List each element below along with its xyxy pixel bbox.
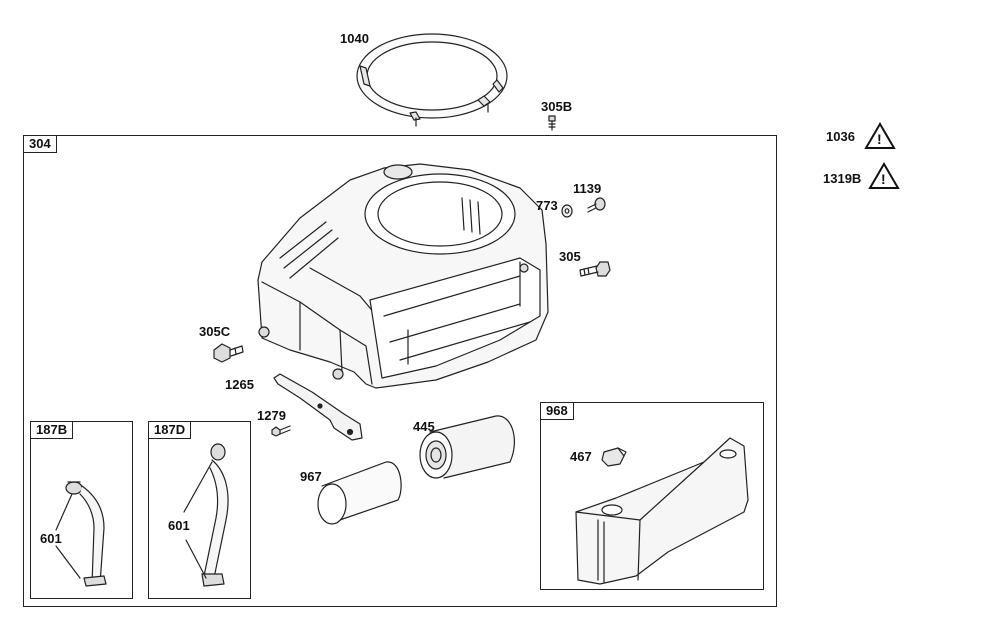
group-tag-187d: 187D bbox=[148, 421, 192, 439]
label-305b: 305B bbox=[541, 99, 573, 114]
part-1279-screw bbox=[271, 425, 291, 437]
warning-icon-1319b bbox=[868, 162, 900, 189]
part-blower-housing bbox=[257, 163, 549, 389]
group-tag-187b: 187B bbox=[30, 421, 74, 439]
part-187d-tube bbox=[183, 443, 229, 587]
label-1040: 1040 bbox=[340, 31, 369, 46]
label-1279: 1279 bbox=[257, 408, 286, 423]
part-305-bolt bbox=[579, 261, 611, 277]
group-box-187b: 187B bbox=[30, 421, 133, 599]
label-467: 467 bbox=[570, 449, 592, 464]
part-968-fuel-tank bbox=[575, 437, 749, 585]
warning-mark-1319b: ! bbox=[881, 171, 886, 187]
group-box-304: 304 bbox=[23, 135, 777, 607]
part-305b-screw bbox=[548, 115, 556, 131]
part-467-cap bbox=[601, 447, 627, 467]
warning-mark-1036: ! bbox=[877, 131, 882, 147]
label-1036: 1036 bbox=[826, 129, 855, 144]
label-1319b: 1319B bbox=[823, 171, 862, 186]
part-445-filter bbox=[419, 415, 515, 479]
part-1040-ring bbox=[356, 33, 508, 127]
warning-icon-1036 bbox=[864, 122, 896, 149]
part-1139-pin bbox=[587, 197, 606, 213]
label-445: 445 bbox=[413, 419, 435, 434]
label-305: 305 bbox=[559, 249, 581, 264]
group-box-187d: 187D bbox=[148, 421, 251, 599]
group-tag-968: 968 bbox=[540, 402, 574, 420]
label-1139: 1139 bbox=[573, 181, 602, 196]
label-1265: 1265 bbox=[225, 377, 254, 392]
label-601-187d: 601 bbox=[168, 518, 190, 533]
group-tag-304: 304 bbox=[23, 135, 57, 153]
label-601-187b: 601 bbox=[40, 531, 62, 546]
label-773: 773 bbox=[536, 198, 558, 213]
part-967-precleaner bbox=[317, 461, 402, 525]
label-967: 967 bbox=[300, 469, 322, 484]
part-187b-tube bbox=[55, 481, 107, 587]
group-box-968: 968 bbox=[540, 402, 764, 590]
part-1265-bracket bbox=[273, 373, 363, 441]
part-305c-screw bbox=[213, 343, 244, 363]
label-305c: 305C bbox=[199, 324, 231, 339]
part-773-washer bbox=[561, 204, 573, 218]
